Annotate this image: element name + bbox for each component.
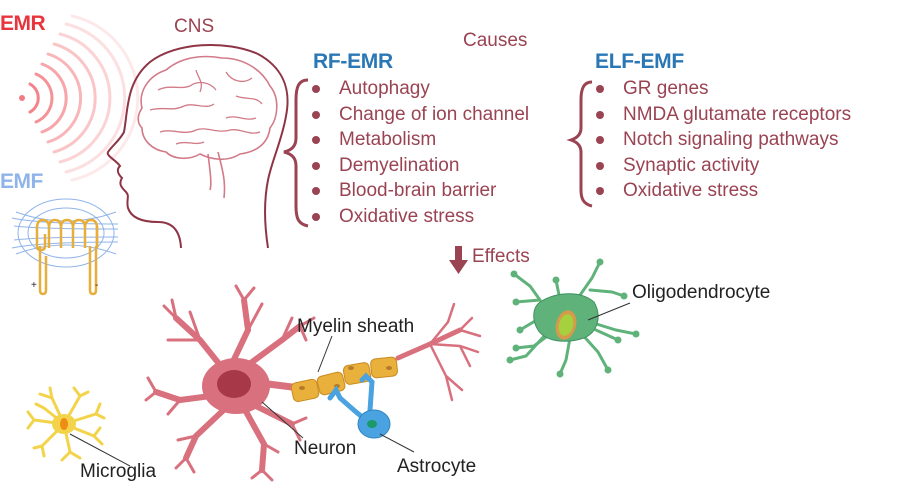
emf-coil-icon: + - xyxy=(11,198,119,296)
cause-text: NMDA glutamate receptors xyxy=(623,103,852,125)
cause-item: Blood-brain barrier xyxy=(309,178,529,204)
cause-item: Autophagy xyxy=(309,76,529,102)
head-brain-icon xyxy=(106,44,289,249)
neuron-cell-icon xyxy=(144,284,482,482)
microglia-cell-icon xyxy=(26,386,106,462)
brace-rf-emr xyxy=(283,78,309,228)
cause-text: Blood-brain barrier xyxy=(339,180,497,201)
label-leader-lines xyxy=(69,302,631,467)
cause-item: Oxidative stress xyxy=(593,178,851,204)
cause-item: Change of ion channel xyxy=(309,102,529,128)
microglia-label: Microglia xyxy=(80,461,157,482)
myelin-sheath-label: Myelin sheath xyxy=(297,316,415,337)
emf-minus-terminal: - xyxy=(95,280,98,291)
bullet-icon xyxy=(312,110,320,119)
cause-text: Synaptic activity xyxy=(623,154,760,176)
astrocyte-label: Astrocyte xyxy=(397,456,477,477)
bullet-icon xyxy=(312,212,320,221)
elf-emf-title: ELF-EMF xyxy=(595,50,684,73)
cause-item: Metabolism xyxy=(309,127,529,153)
cause-item: NMDA glutamate receptors xyxy=(593,102,851,128)
cause-text: Metabolism xyxy=(339,129,437,150)
bullet-icon xyxy=(312,161,320,170)
cause-text: GR genes xyxy=(623,78,709,99)
cause-text: Demyelination xyxy=(339,154,460,176)
bullet-icon xyxy=(312,187,320,195)
cause-item: GR genes xyxy=(593,76,851,102)
rf-emr-cause-list: Autophagy Change of ion channel Metaboli… xyxy=(309,76,529,229)
rf-emr-title: RF-EMR xyxy=(313,50,393,73)
cause-text: Notch signaling pathways xyxy=(623,129,839,150)
bullet-icon xyxy=(312,85,320,93)
emr-label: EMR xyxy=(0,12,46,35)
emf-plus-terminal: + xyxy=(31,280,37,291)
bullet-icon xyxy=(596,161,604,170)
emr-wave-icon xyxy=(19,14,140,182)
bullet-icon xyxy=(596,187,604,195)
arrow-down-icon xyxy=(449,246,468,274)
cause-item: Synaptic activity xyxy=(593,153,851,179)
astrocyte-cell-icon xyxy=(327,372,391,439)
cause-text: Oxidative stress xyxy=(339,205,475,227)
bullet-icon xyxy=(312,136,320,144)
cns-label: CNS xyxy=(174,16,215,37)
elf-emf-cause-list: GR genes NMDA glutamate receptors Notch … xyxy=(593,76,851,204)
cause-item: Oxidative stress xyxy=(309,204,529,230)
neuron-label: Neuron xyxy=(294,438,357,459)
effects-heading: Effects xyxy=(472,246,530,267)
oligodendrocyte-cell-icon xyxy=(506,258,640,378)
cause-text: Oxidative stress xyxy=(623,180,759,201)
brace-elf-emf xyxy=(566,80,593,208)
cause-text: Autophagy xyxy=(339,78,430,99)
causes-heading: Causes xyxy=(463,30,528,51)
bullet-icon xyxy=(596,85,604,93)
bullet-icon xyxy=(596,110,604,119)
oligodendrocyte-label: Oligodendrocyte xyxy=(632,282,771,303)
myelin-sheath-icon xyxy=(290,356,398,403)
emf-label: EMF xyxy=(0,170,43,193)
cause-item: Notch signaling pathways xyxy=(593,127,851,153)
cause-text: Change of ion channel xyxy=(339,103,530,125)
bullet-icon xyxy=(596,136,604,144)
cause-item: Demyelination xyxy=(309,153,529,179)
